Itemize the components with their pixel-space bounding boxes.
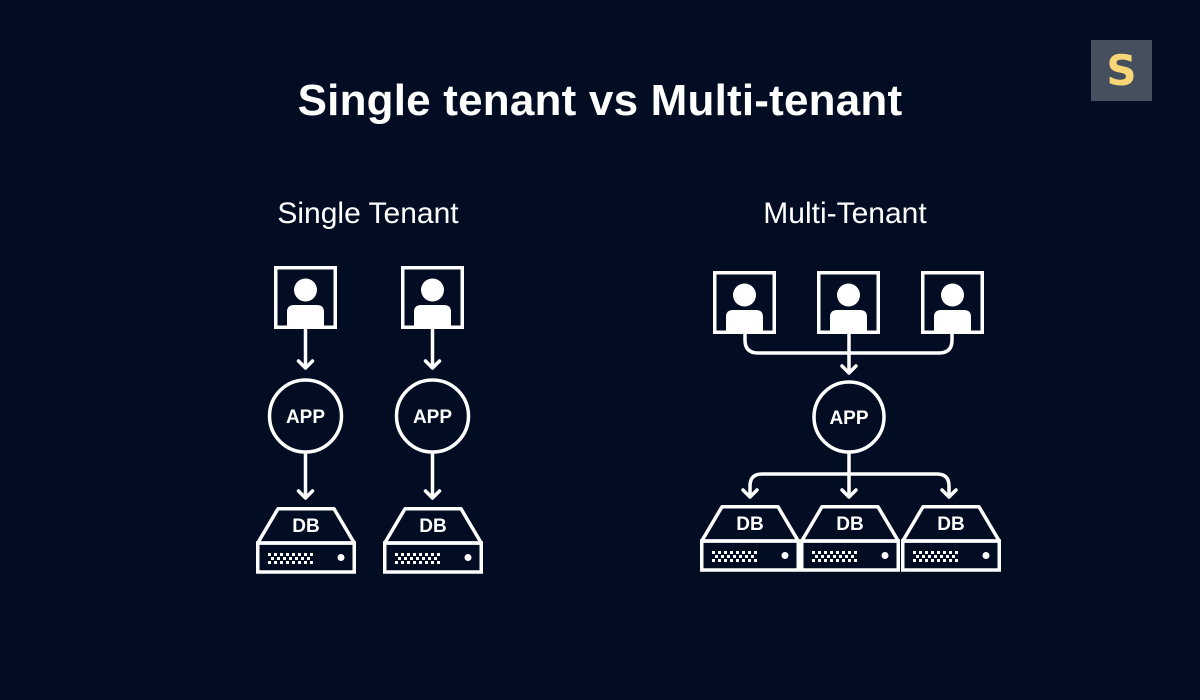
single-tenant-stack-2: APP DB [383,266,483,574]
db-label: DB [419,516,446,537]
app-label: APP [413,407,452,428]
single-tenant-heading: Single Tenant [277,197,459,230]
app-label: APP [829,408,868,429]
single-tenant-stack-1: APP DB [256,266,356,574]
user-icon [713,271,776,334]
page-title: Single tenant vs Multi-tenant [297,76,903,125]
logo-badge: S [1091,40,1152,101]
db-label: DB [736,514,763,535]
multi-tenant-heading: Multi-Tenant [763,197,927,230]
app-label: APP [286,407,325,428]
user-icon [817,271,880,334]
user-icon [401,266,464,329]
db-label: DB [937,514,964,535]
db-label: DB [292,516,319,537]
logo-letter: S [1106,46,1137,95]
user-icon [921,271,984,334]
user-icon [274,266,337,329]
db-label: DB [836,514,863,535]
multi-tenant-stack: APP DB DB DB [700,271,1001,572]
